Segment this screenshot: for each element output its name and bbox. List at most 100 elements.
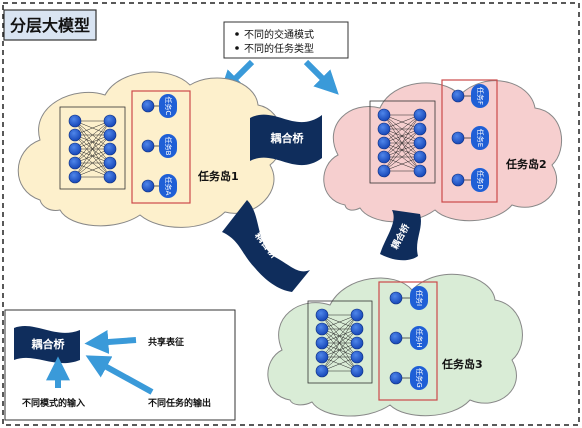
legend-bridge-swatch bbox=[14, 326, 80, 364]
network-edge bbox=[74, 120, 111, 150]
head-node bbox=[451, 173, 465, 187]
network-node bbox=[413, 122, 427, 136]
task-heads-box bbox=[441, 79, 498, 203]
network-node bbox=[413, 150, 427, 164]
network-node bbox=[413, 108, 427, 122]
network-edge bbox=[321, 342, 358, 372]
legend-box: 耦合桥 共享表征 不同模式的输入 不同任务的输出 bbox=[4, 309, 236, 421]
task-heads bbox=[451, 89, 471, 187]
task-pill: 任务C bbox=[159, 94, 177, 118]
task-label: 任务H bbox=[415, 328, 424, 347]
network-node bbox=[103, 142, 117, 156]
network-edge bbox=[383, 114, 421, 158]
network-edge bbox=[74, 148, 111, 178]
network-node bbox=[68, 170, 82, 184]
bullet-icon bbox=[235, 46, 239, 50]
title-box: 分层大模型 bbox=[3, 9, 97, 41]
network-edge bbox=[383, 142, 421, 172]
head-node bbox=[389, 291, 403, 305]
head-node bbox=[451, 89, 465, 103]
network-node bbox=[377, 136, 391, 150]
network-node bbox=[68, 128, 82, 142]
legend-output-label: 不同任务的输出 bbox=[148, 397, 211, 409]
network-node bbox=[377, 122, 391, 136]
task-heads-box bbox=[131, 90, 191, 204]
network-edge bbox=[321, 314, 358, 358]
task-pill: 任务B bbox=[159, 134, 177, 158]
head-node bbox=[451, 131, 465, 145]
task-island-3: 任务I 任务H 任务G 任务岛3 bbox=[267, 273, 523, 417]
network-node bbox=[68, 142, 82, 156]
legend-output-arrow bbox=[85, 355, 154, 395]
task-label: 任务F bbox=[476, 87, 485, 105]
head-node bbox=[141, 139, 155, 153]
island-label: 任务岛3 bbox=[441, 357, 483, 371]
network-edge bbox=[383, 128, 421, 172]
arrow-to-island2 bbox=[303, 59, 339, 95]
task-label: 任务G bbox=[415, 368, 424, 387]
head-node bbox=[389, 331, 403, 345]
network-edge bbox=[383, 114, 421, 130]
task-pill: 任务D bbox=[471, 168, 489, 192]
coupling-bridge-2-3: 耦合桥 bbox=[380, 210, 421, 261]
task-label: 任务D bbox=[476, 170, 485, 189]
legend-shared-label: 共享表征 bbox=[148, 336, 184, 348]
network-node bbox=[377, 108, 391, 122]
network-edge bbox=[321, 328, 358, 372]
network-edge bbox=[383, 156, 421, 172]
notes-box: 不同的交通模式 不同的任务类型 bbox=[223, 21, 349, 59]
neural-network bbox=[315, 308, 364, 378]
head-node bbox=[141, 99, 155, 113]
page-title: 分层大模型 bbox=[10, 16, 90, 35]
bullet-icon bbox=[235, 32, 239, 36]
legend-input-label: 不同模式的输入 bbox=[22, 397, 85, 409]
note-transport-modes: 不同的交通模式 bbox=[244, 28, 314, 41]
network-node bbox=[68, 156, 82, 170]
neural-network bbox=[68, 114, 117, 184]
network-node bbox=[350, 308, 364, 322]
note-task-types: 不同的任务类型 bbox=[244, 42, 314, 55]
task-heads bbox=[389, 291, 410, 385]
task-label: 任务E bbox=[476, 129, 485, 147]
legend-shared-arrow bbox=[84, 330, 137, 354]
task-pill: 任务G bbox=[410, 366, 428, 390]
network-edge bbox=[383, 114, 421, 172]
task-pill: 任务I bbox=[410, 286, 428, 310]
task-pill: 任务F bbox=[471, 84, 489, 108]
shared-network-box bbox=[369, 100, 436, 184]
task-pill: 任务A bbox=[159, 174, 177, 198]
network-node bbox=[377, 150, 391, 164]
network-node bbox=[350, 364, 364, 378]
network-edge bbox=[321, 314, 358, 344]
shared-network-box bbox=[59, 106, 126, 190]
network-node bbox=[377, 164, 391, 178]
head-node bbox=[141, 179, 155, 193]
task-label: 任务B bbox=[164, 137, 173, 156]
network-node bbox=[103, 114, 117, 128]
task-label: 任务I bbox=[415, 290, 424, 306]
network-node bbox=[350, 322, 364, 336]
network-node bbox=[103, 156, 117, 170]
network-node bbox=[103, 128, 117, 142]
neural-network bbox=[377, 108, 427, 178]
network-node bbox=[350, 350, 364, 364]
shared-network-box bbox=[307, 300, 373, 384]
legend-bridge-label: 耦合桥 bbox=[32, 337, 66, 351]
task-pill: 任务H bbox=[410, 326, 428, 350]
network-node bbox=[413, 136, 427, 150]
network-node bbox=[315, 322, 329, 336]
network-edge bbox=[321, 314, 358, 372]
network-node bbox=[315, 336, 329, 350]
task-island-1: 任务C 任务B 任务A 任务岛1 bbox=[17, 71, 283, 228]
bridge-label: 耦合桥 bbox=[271, 131, 305, 145]
network-edge bbox=[383, 114, 421, 144]
network-node bbox=[315, 350, 329, 364]
network-node bbox=[350, 336, 364, 350]
task-heads bbox=[141, 99, 159, 193]
network-node bbox=[315, 308, 329, 322]
island-label: 任务岛1 bbox=[197, 169, 239, 183]
task-island-2: 任务F 任务E 任务D 任务岛2 bbox=[323, 79, 563, 223]
network-node bbox=[315, 364, 329, 378]
